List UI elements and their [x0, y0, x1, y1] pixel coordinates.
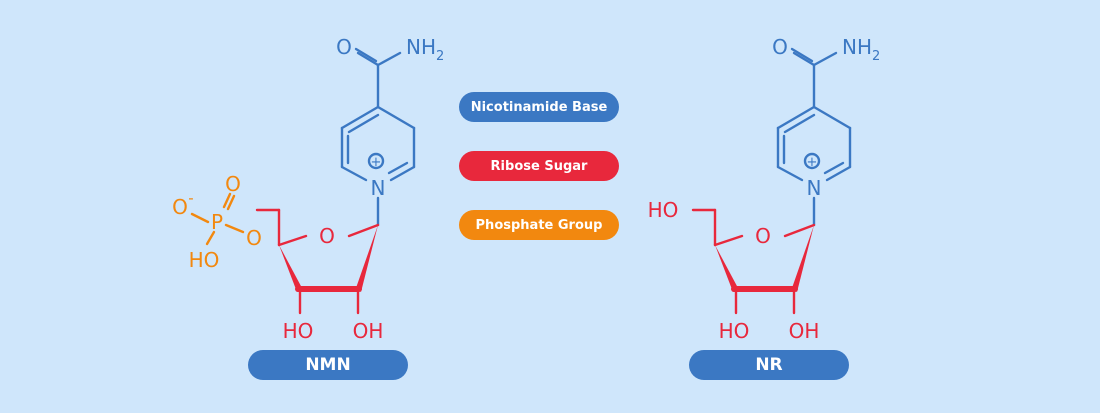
nr-ribose-right-wedge [792, 225, 814, 292]
legend-nicotinamide-base: Nicotinamide Base [459, 92, 619, 122]
nr-ring-charge: + [807, 155, 818, 170]
nmn-amide-nh2: NH [406, 35, 436, 59]
nmn-phosphate-o-bridge: O [246, 226, 262, 250]
nr-hydroxyl-left: HO [719, 319, 750, 343]
nmn-phosphate-minus-sign: - [188, 189, 193, 207]
nr-amide-nh2: NH [842, 35, 872, 59]
nmn-amide-subscript: 2 [436, 49, 444, 64]
nr-name-label: NR [689, 350, 849, 380]
nmn-ribose-left-wedge [279, 245, 302, 292]
nr-ribose-left-wedge [715, 245, 738, 292]
nmn-phosphate-group [190, 192, 245, 246]
nmn-phosphate-o-double: O [225, 172, 241, 196]
nmn-ribose-sugar [255, 208, 380, 315]
nr-amide-subscript: 2 [872, 49, 880, 64]
nmn-ring-nitrogen: N [371, 176, 386, 200]
nmn-ring-charge: + [371, 155, 382, 170]
nmn-nicotinamide-base [340, 47, 416, 227]
nmn-ring-oxygen: O [319, 224, 335, 248]
nr-ring-nitrogen: N [807, 176, 822, 200]
nr-structure: O NH 2 N + O HO OH HO [648, 35, 881, 343]
nmn-phosphorus: P [211, 210, 223, 234]
legend-ribose-sugar: Ribose Sugar [459, 151, 619, 181]
nr-ch2-hydroxyl: HO [648, 198, 679, 222]
nr-nicotinamide-base [776, 47, 852, 227]
nmn-phosphate-hydroxyl: HO [189, 248, 220, 272]
nmn-hydroxyl-right: OH [353, 319, 384, 343]
nr-ring-oxygen: O [755, 224, 771, 248]
nmn-structure: O NH 2 N + O HO OH [172, 35, 444, 343]
legend-phosphate-group: Phosphate Group [459, 210, 619, 240]
nr-hydroxyl-right: OH [789, 319, 820, 343]
nr-amide-oxygen: O [772, 35, 788, 59]
nmn-hydroxyl-left: HO [283, 319, 314, 343]
nmn-phosphate-o-minus: O [172, 195, 188, 219]
nr-ribose-sugar [691, 208, 816, 315]
nmn-amide-oxygen: O [336, 35, 352, 59]
nmn-ribose-right-wedge [356, 225, 378, 292]
nmn-name-label: NMN [248, 350, 408, 380]
